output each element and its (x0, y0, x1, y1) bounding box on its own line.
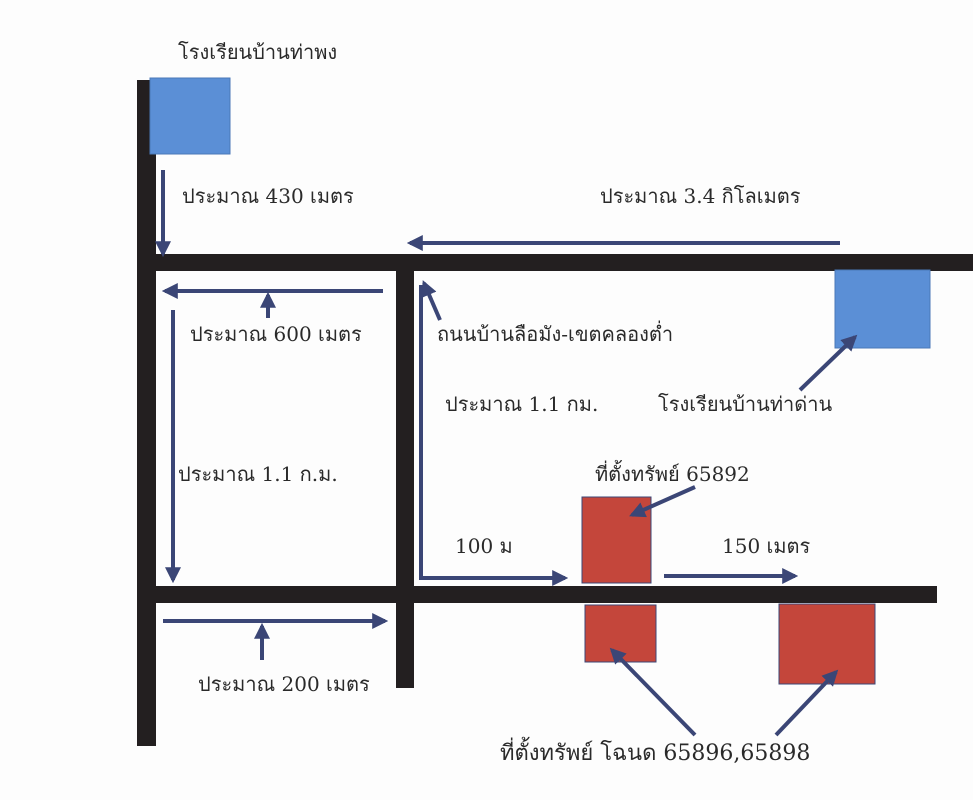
distance-430-label: ประมาณ 430 เมตร (182, 184, 354, 208)
property-65898-marker (778, 603, 876, 685)
distance-1-1km-right-label: ประมาณ 1.1 กม. (445, 392, 599, 416)
arrow-65892-pointer (629, 485, 696, 518)
road-left-vertical (137, 80, 156, 746)
road-top-horizontal (137, 254, 973, 271)
property-65896-65898-label: ที่ตั้งทรัพย์ โฉนด 65896,65898 (500, 741, 811, 766)
arrow-65896-pointer (609, 647, 697, 737)
arrow-thadan-pointer (798, 334, 858, 392)
arrow-road-name-pointer (421, 280, 442, 321)
school-thapong-marker (149, 77, 231, 155)
distance-100-label: 100 ม (455, 534, 513, 558)
road-middle-vertical (396, 254, 414, 688)
property-65896-marker (584, 604, 657, 663)
school-thadan-marker (834, 269, 931, 349)
school-thapong-label: โรงเรียนบ้านท่าพง (178, 40, 338, 64)
distance-1-1km-left-label: ประมาณ 1.1 ก.ม. (178, 462, 338, 486)
property-65892-label: ที่ตั้งทรัพย์ 65892 (595, 462, 750, 486)
distance-200-label: ประมาณ 200 เมตร (198, 672, 370, 696)
distance-3-4km-label: ประมาณ 3.4 กิโลเมตร (600, 184, 801, 208)
distance-600-label: ประมาณ 600 เมตร (190, 322, 362, 346)
arrow-65898-pointer (774, 669, 839, 737)
school-thadan-label: โรงเรียนบ้านท่าด่าน (658, 392, 833, 416)
distance-150-label: 150 เมตร (722, 534, 811, 558)
road-bottom-horizontal (137, 586, 937, 603)
arrow-1-1km-right (419, 285, 569, 586)
road-name-label: ถนนบ้านลือมัง-เขตคลองต่ำ (437, 322, 674, 346)
